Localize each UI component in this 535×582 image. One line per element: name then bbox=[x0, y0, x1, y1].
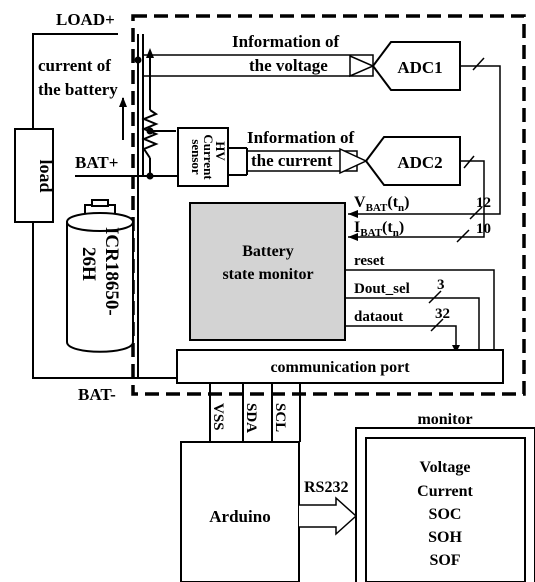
node-dot bbox=[146, 127, 154, 135]
monitor-item-soh: SOH bbox=[428, 529, 462, 546]
voltage-info-arrow bbox=[142, 54, 374, 77]
arduino-block bbox=[180, 441, 300, 582]
current-of-battery-label-2: the battery bbox=[38, 80, 118, 99]
vbat-label: VBAT(tn) bbox=[354, 194, 409, 214]
dataout-label: dataout bbox=[354, 309, 403, 325]
bat-minus-label: BAT- bbox=[78, 385, 116, 404]
arduino-label: Arduino bbox=[209, 507, 270, 526]
adc2-label: ADC2 bbox=[397, 153, 442, 172]
ibat-label: IBAT(tn) bbox=[354, 219, 404, 239]
control-signals bbox=[345, 269, 495, 350]
load-label: load bbox=[36, 159, 56, 192]
monitor-title: monitor bbox=[417, 411, 472, 428]
monitor-inner bbox=[365, 437, 526, 582]
monitor-item-voltage: Voltage bbox=[420, 459, 471, 476]
load-box bbox=[14, 128, 54, 223]
voltage-info-label-2: the voltage bbox=[249, 56, 328, 75]
rs232-arrow bbox=[299, 496, 358, 536]
dout-sel-bit-width: 3 bbox=[437, 277, 445, 293]
node-dot bbox=[134, 56, 142, 64]
sensor-label-2: Current bbox=[201, 134, 216, 180]
communication-port-label: communication port bbox=[270, 359, 410, 376]
ibat-bit-width: 10 bbox=[476, 221, 491, 237]
adc1-label: ADC1 bbox=[397, 58, 442, 77]
current-of-battery-label-1: current of bbox=[38, 56, 111, 75]
current-sensor-box bbox=[177, 127, 229, 187]
voltage-info-label-1: Information of bbox=[232, 32, 340, 51]
current-info-label-2: the current bbox=[251, 151, 333, 170]
sensor-label-3: sensor bbox=[189, 139, 204, 175]
node-dot bbox=[146, 172, 154, 180]
voltage-up-arrow bbox=[146, 48, 154, 58]
monitor-block-label-1: Battery bbox=[242, 243, 294, 260]
reset-label: reset bbox=[354, 253, 385, 269]
sensor-label-1: HV bbox=[213, 141, 228, 161]
vbat-bit-width: 12 bbox=[476, 195, 491, 211]
current-info-label-1: Information of bbox=[247, 128, 355, 147]
scl-label: SCL bbox=[272, 403, 288, 432]
sda-label: SDA bbox=[243, 403, 259, 433]
battery-cell: ICR18650- 26H bbox=[66, 199, 134, 353]
dataout-bit-width: 32 bbox=[435, 306, 450, 322]
battery-model-line2: 26H bbox=[78, 247, 99, 281]
monitor-block-label-2: state monitor bbox=[222, 266, 313, 283]
dout-sel-label: Dout_sel bbox=[354, 281, 410, 297]
battery-model-line1: ICR18650- bbox=[101, 227, 122, 316]
adc-buses bbox=[348, 57, 501, 243]
bat-plus-label: BAT+ bbox=[75, 153, 118, 172]
battery-state-monitor-block bbox=[189, 202, 346, 341]
load-plus-label: LOAD+ bbox=[56, 10, 115, 29]
monitor-item-soc: SOC bbox=[429, 506, 462, 523]
bus-lines bbox=[209, 383, 301, 442]
monitor-item-current: Current bbox=[417, 483, 473, 500]
communication-port-block bbox=[176, 349, 504, 384]
rs232-label: RS232 bbox=[304, 479, 348, 496]
monitor-item-sof: SOF bbox=[429, 552, 460, 569]
vss-label: VSS bbox=[210, 403, 226, 431]
